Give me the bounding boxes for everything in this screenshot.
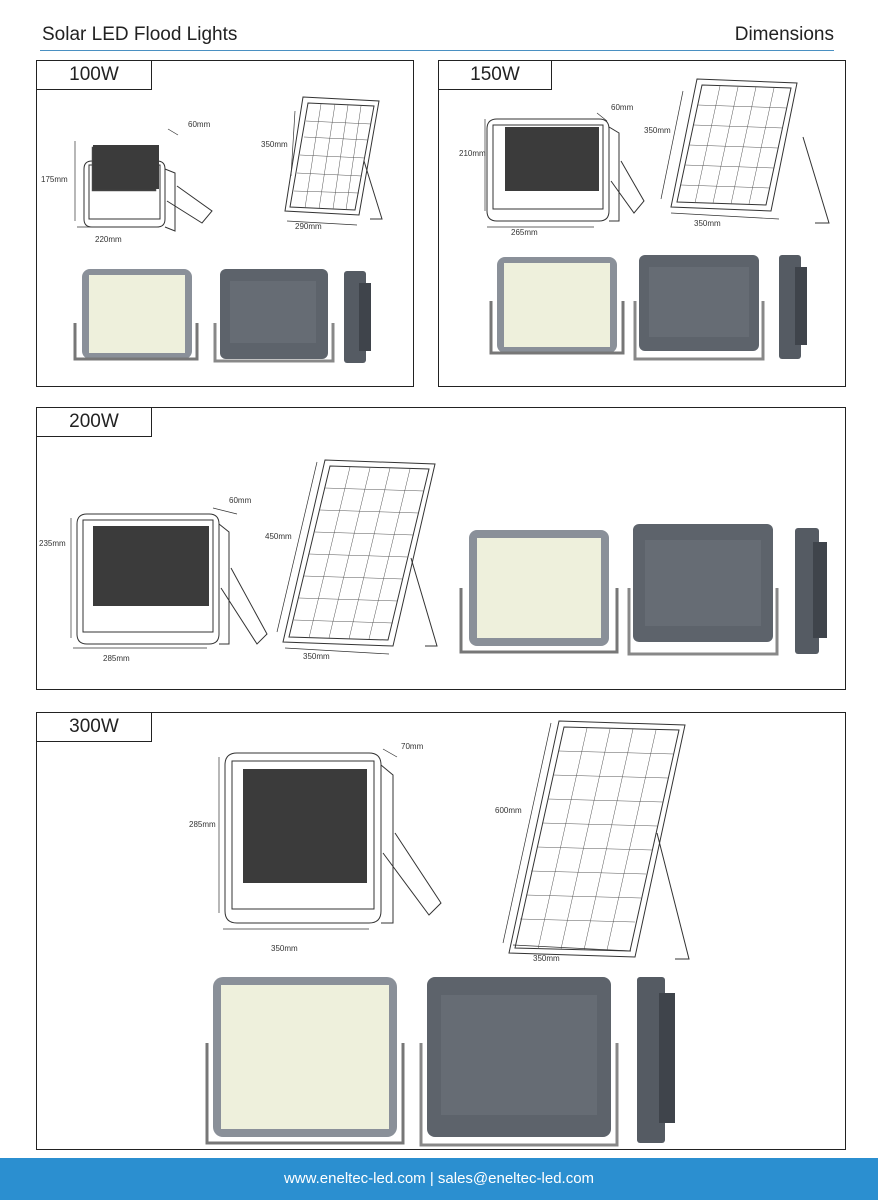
dim-panel-width: 350mm bbox=[303, 652, 330, 661]
panel-100w: 100W 175mm 220mm 60mm bbox=[36, 60, 414, 387]
page-header: Solar LED Flood Lights Dimensions bbox=[40, 22, 834, 51]
led-array bbox=[93, 145, 159, 189]
lamp-line-drawing bbox=[486, 118, 645, 222]
dim-depth: 70mm bbox=[401, 742, 424, 751]
lamp-line-drawing bbox=[224, 752, 442, 924]
solar-grid bbox=[519, 727, 675, 951]
dim-depth: 60mm bbox=[229, 496, 252, 505]
dim-width: 265mm bbox=[511, 228, 538, 237]
product-photo-back bbox=[419, 977, 619, 1147]
page-title: Solar LED Flood Lights bbox=[42, 24, 238, 45]
diagram-300w: 285mm 350mm 70mm 600mm 350mm bbox=[189, 720, 690, 1147]
lamp-line-drawing bbox=[76, 513, 268, 645]
dim-height: 285mm bbox=[189, 820, 216, 829]
product-photo-front bbox=[459, 530, 619, 654]
product-photo-side bbox=[637, 977, 675, 1143]
dim-panel-height: 350mm bbox=[261, 140, 288, 149]
product-photo-side bbox=[779, 255, 807, 359]
product-photo-front bbox=[73, 269, 199, 361]
dim-width: 285mm bbox=[103, 654, 130, 663]
product-photo-back bbox=[627, 524, 779, 656]
product-photo-back bbox=[213, 269, 335, 363]
footer-contact: www.eneltec-led.com | sales@eneltec-led.… bbox=[283, 1170, 595, 1187]
panel-label: 300W bbox=[36, 712, 152, 742]
led-array bbox=[93, 526, 209, 606]
panel-label: 150W bbox=[438, 60, 552, 90]
dim-panel-width: 350mm bbox=[694, 219, 721, 228]
dim-panel-width: 290mm bbox=[295, 222, 322, 231]
diagram-200w: 235mm 285mm 60mm 450mm 350mm bbox=[39, 459, 827, 663]
dim-width: 220mm bbox=[95, 235, 122, 244]
dim-height: 175mm bbox=[41, 175, 68, 184]
dim-panel-height: 450mm bbox=[265, 532, 292, 541]
led-array bbox=[505, 127, 599, 191]
product-photo-front bbox=[205, 977, 405, 1145]
solar-panel-drawing bbox=[508, 720, 690, 960]
product-photo-back bbox=[633, 255, 765, 361]
panel-200w: 200W 235mm 285mm 60mm 450mm bbox=[36, 407, 846, 690]
footer-bar: www.eneltec-led.com | sales@eneltec-led.… bbox=[0, 1158, 878, 1200]
dim-height: 210mm bbox=[459, 149, 486, 158]
section-title: Dimensions bbox=[734, 24, 834, 45]
dim-panel-width: 350mm bbox=[533, 954, 560, 963]
dim-panel-height: 600mm bbox=[495, 806, 522, 815]
diagram-150w: 210mm 265mm 60mm 350mm 350mm bbox=[459, 78, 830, 361]
solar-grid bbox=[680, 85, 788, 205]
solar-panel-drawing bbox=[670, 78, 830, 224]
product-photo-front bbox=[489, 257, 625, 355]
diagram-100w: 175mm 220mm 60mm 350mm 290mm bbox=[41, 96, 383, 363]
dim-depth: 60mm bbox=[611, 103, 634, 112]
led-array bbox=[243, 769, 367, 883]
dim-depth: 60mm bbox=[188, 120, 211, 129]
dim-panel-height: 350mm bbox=[644, 126, 671, 135]
panel-150w: 150W 210mm 265mm 60mm 350mm 350mm bbox=[438, 60, 846, 387]
dim-height: 235mm bbox=[39, 539, 66, 548]
panel-label: 200W bbox=[36, 407, 152, 437]
solar-grid bbox=[293, 466, 425, 640]
dim-width: 350mm bbox=[271, 944, 298, 953]
product-photo-side bbox=[344, 271, 371, 363]
panel-label: 100W bbox=[36, 60, 152, 90]
panel-300w: 300W 285mm 350mm 70mm 600mm bbox=[36, 712, 846, 1150]
solar-panel-drawing bbox=[282, 459, 438, 647]
product-photo-side bbox=[795, 528, 827, 654]
solar-grid bbox=[293, 103, 372, 211]
